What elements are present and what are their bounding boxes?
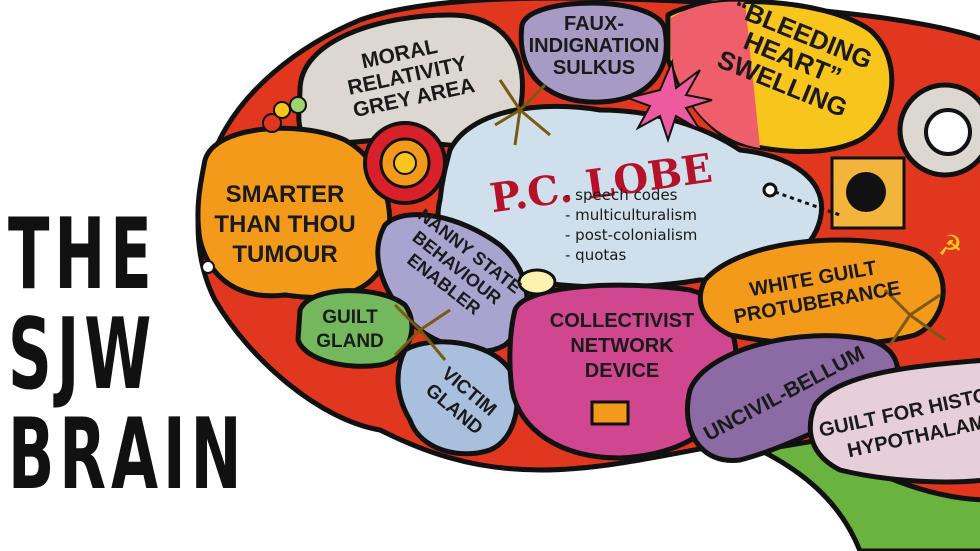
pc-item-2: - multiculturalism — [565, 206, 697, 224]
collectivist-line-2: NETWORK — [570, 335, 674, 357]
pc-item-4: - quotas — [565, 246, 626, 264]
region-history-hypothalamus — [807, 357, 980, 485]
faux-line-1: FAUX- — [564, 13, 624, 35]
region-smarter-tumour — [195, 125, 393, 300]
smarter-line-1: SMARTER — [226, 181, 345, 208]
dot-green — [289, 96, 307, 114]
smarter-line-2: THAN THOU — [214, 211, 355, 238]
dot-pale — [517, 268, 557, 296]
guilt-gland-line-1: GUILT — [322, 307, 378, 328]
connector-end — [762, 182, 778, 198]
speaker-inner — [924, 108, 972, 156]
pc-item-3: - post-colonialism — [565, 226, 697, 244]
faux-line-2: INDIGNATION — [529, 35, 660, 57]
region-bleeding-heart-pink — [671, 1, 760, 149]
pc-item-1: - speech codes — [565, 186, 678, 204]
target-inner — [393, 151, 417, 175]
neuron-icon-top — [494, 79, 551, 146]
hammer-sickle-icon: ☭ — [937, 229, 962, 262]
dot-white — [201, 260, 215, 274]
collectivist-line-1: COLLECTIVIST — [550, 310, 694, 332]
connector-line — [774, 190, 841, 217]
neuron-icon-left — [393, 303, 451, 361]
region-victim-gland — [395, 339, 520, 457]
portrait-face — [846, 172, 886, 212]
region-guilt-gland — [295, 288, 415, 369]
faux-line-3: SULKUS — [553, 57, 635, 79]
dot-yellow — [273, 101, 291, 119]
chip-icon — [590, 400, 630, 426]
neuron-icon-right — [883, 288, 946, 346]
title-line-sjw: SJW — [8, 298, 157, 412]
spark-icon — [624, 58, 713, 144]
collectivist-line-3: DEVICE — [585, 360, 659, 382]
title-line-the: THE — [8, 198, 157, 312]
dot-red — [262, 113, 282, 133]
guilt-gland-line-2: GLAND — [316, 331, 384, 352]
smarter-line-3: TUMOUR — [232, 241, 337, 268]
